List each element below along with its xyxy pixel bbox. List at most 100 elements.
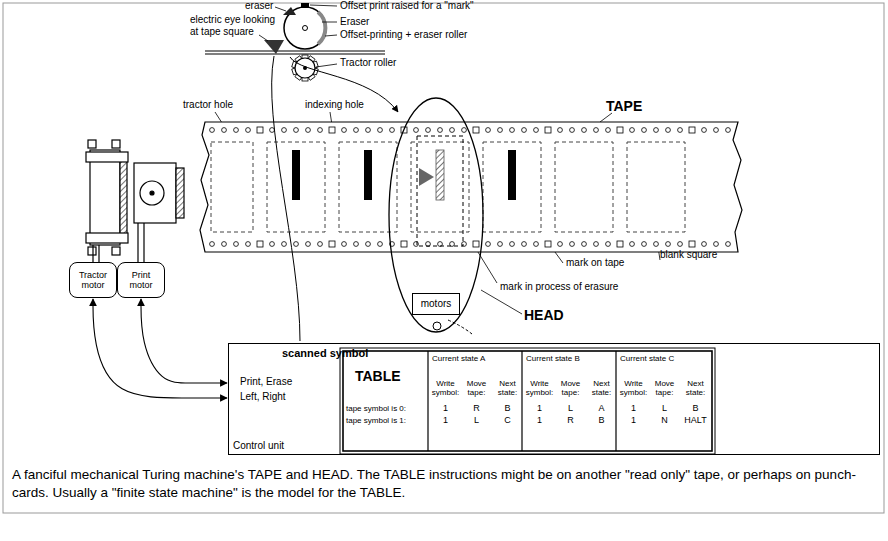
table-cell: 1 [618,403,649,413]
table-header: Move tape: [649,379,680,397]
tractor-hole [294,242,299,247]
tractor-hole [306,242,311,247]
tape-square [339,142,397,232]
indexing-hole [473,241,479,247]
sense-wire [272,56,300,341]
tractor-hole [702,242,707,247]
tractor-hole [234,128,239,133]
table-cell: B [586,415,617,425]
tractor-roller [292,55,319,81]
tractor-hole [282,242,287,247]
motor-box: Print motor [117,262,165,298]
indexing-hole [545,241,551,247]
table-header: Next state: [492,379,523,397]
tractor-hole [594,128,599,133]
table-cell: 1 [430,415,461,425]
tractor-hole [318,128,323,133]
tape-mark [292,150,300,200]
table-cell: 1 [524,415,555,425]
tractor-hole [366,242,371,247]
table-header: Next state: [680,379,711,397]
table-cell: N [649,415,680,425]
tractor-hole [606,242,611,247]
tape-mark [364,150,372,200]
table-row-label: tape symbol is 1: [346,416,406,425]
indexing-hole [689,241,695,247]
caption: A fanciful mechanical Turing machine's T… [12,466,874,501]
tape-squares [210,127,731,247]
tractor-hole [678,242,683,247]
tractor-hole [630,242,635,247]
tape-mark [508,150,516,200]
tractor-hole [378,242,383,247]
part-label: tractor hole [183,99,233,111]
indexing-hole [401,241,407,247]
tractor-hole [438,128,443,133]
tractor-hole [570,242,575,247]
tractor-hole [378,128,383,133]
indexing-hole [329,241,335,247]
tractor-hole [306,128,311,133]
motors-box: motors [412,293,460,315]
tractor-hole [210,242,215,247]
tractor-hole [210,128,215,133]
table-cell: L [461,415,492,425]
table-cell: B [492,403,523,413]
tractor-hole [498,242,503,247]
table-cell: HALT [680,415,711,425]
tractor-hole [462,128,467,133]
tape-square [267,142,325,232]
indexing-hole [257,127,263,133]
node-label: Print motor [120,270,162,291]
table-cell: R [461,403,492,413]
part-label: Tractor roller [340,57,396,69]
tractor-hole [234,242,239,247]
tractor-hole [522,128,527,133]
tractor-hole [558,128,563,133]
tractor-hole [486,242,491,247]
tractor-hole [702,128,707,133]
table-header: Current state C [620,354,680,363]
tractor-hole [666,128,671,133]
table-header: Next state: [586,379,617,397]
table-header: Move tape: [461,379,492,397]
tractor-hole [354,242,359,247]
table-header: Write symbol: [430,379,461,397]
tractor-hole [498,128,503,133]
indexing-hole [473,127,479,133]
part-label: scanned symbol [282,347,368,360]
tractor-hole [582,242,587,247]
tractor-hole [270,128,275,133]
head-outline [389,98,483,332]
guide-rail [205,51,385,54]
tractor-hole [510,128,515,133]
part-label: electric eye looking at tape square [190,14,280,37]
table-title: TABLE [355,368,401,384]
tractor-hole [666,242,671,247]
table-header: Current state B [526,354,586,363]
tractor-hole [522,242,527,247]
tractor-hole [414,242,419,247]
tractor-hole [534,242,539,247]
control-wire [141,299,227,383]
frame [3,3,884,513]
indexing-hole [617,127,623,133]
table-cell: 1 [618,415,649,425]
tape-square [411,142,469,232]
table-cell: A [586,403,617,413]
tractor-hole [510,242,515,247]
tractor-hole [594,242,599,247]
tractor-motor-unit [86,140,128,262]
head-window [417,136,472,334]
tape-square [483,142,541,232]
tractor-hole [318,242,323,247]
tractor-hole [714,242,719,247]
tractor-hole [222,242,227,247]
table-cell: 1 [430,403,461,413]
part-label: Eraser [340,16,369,28]
part-label: eraser [245,0,273,12]
tractor-hole [390,128,395,133]
tractor-hole [222,128,227,133]
